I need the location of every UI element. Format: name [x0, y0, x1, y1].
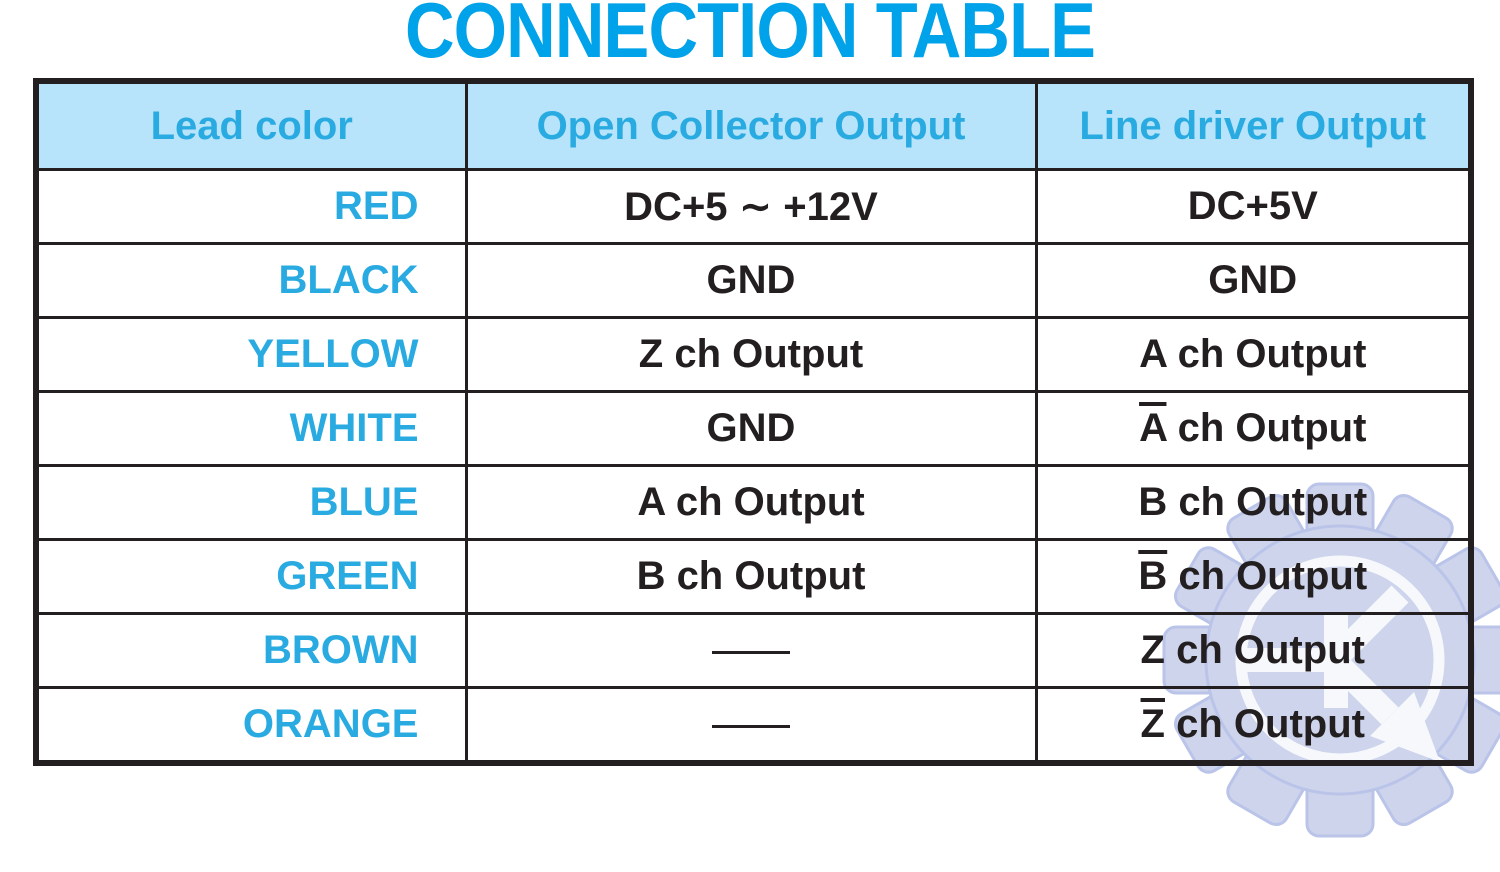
open-collector-output-cell: B ch Output [464, 538, 1038, 615]
line-driver-output-cell: Z ch Output [1034, 686, 1473, 765]
open-collector-output-cell: A ch Output [464, 464, 1038, 541]
no-connection-dash [712, 650, 790, 654]
page-title: CONNECTION TABLE [404, 0, 1096, 74]
lead-color-cell: BLACK [34, 242, 468, 319]
open-collector-output-cell: DC+5 ∼ +12V [464, 168, 1038, 245]
open-collector-output-cell: Z ch Output [464, 316, 1038, 393]
overline-signal-letter: A [1139, 406, 1167, 450]
no-connection-dash [712, 724, 790, 728]
lead-color-cell: BROWN [34, 612, 468, 689]
overline-signal-letter: Z [1140, 702, 1165, 746]
connection-table: Lead color Open Collector Output Line dr… [33, 78, 1474, 766]
lead-color-cell: GREEN [34, 538, 468, 615]
lead-color-cell: WHITE [34, 390, 468, 467]
line-driver-output-cell: B ch Output [1034, 464, 1473, 541]
lead-color-cell: ORANGE [34, 686, 468, 765]
overline-signal-letter: B [1138, 554, 1168, 598]
column-header-line-driver-output: Line driver Output [1034, 79, 1473, 171]
lead-color-cell: BLUE [34, 464, 468, 541]
open-collector-output-cell [464, 686, 1038, 765]
open-collector-output-cell: GND [464, 242, 1038, 319]
line-driver-output-cell: GND [1034, 242, 1473, 319]
line-driver-output-cell: A ch Output [1034, 390, 1473, 467]
table-row: ORANGE Z ch Output [34, 686, 1473, 765]
lead-color-cell: YELLOW [34, 316, 468, 393]
column-header-open-collector-output: Open Collector Output [464, 79, 1038, 171]
line-driver-output-cell: B ch Output [1034, 538, 1473, 615]
line-driver-output-cell: Z ch Output [1034, 612, 1473, 689]
table-row: BROWN Z ch Output [34, 612, 1473, 689]
line-driver-output-cell: DC+5V [1034, 168, 1473, 245]
column-header-lead-color: Lead color [34, 79, 468, 171]
open-collector-output-cell: GND [464, 390, 1038, 467]
line-driver-output-cell: A ch Output [1034, 316, 1473, 393]
header-row: Lead color Open Collector Output Line dr… [34, 79, 1473, 171]
open-collector-output-cell [464, 612, 1038, 689]
lead-color-cell: RED [34, 168, 468, 245]
